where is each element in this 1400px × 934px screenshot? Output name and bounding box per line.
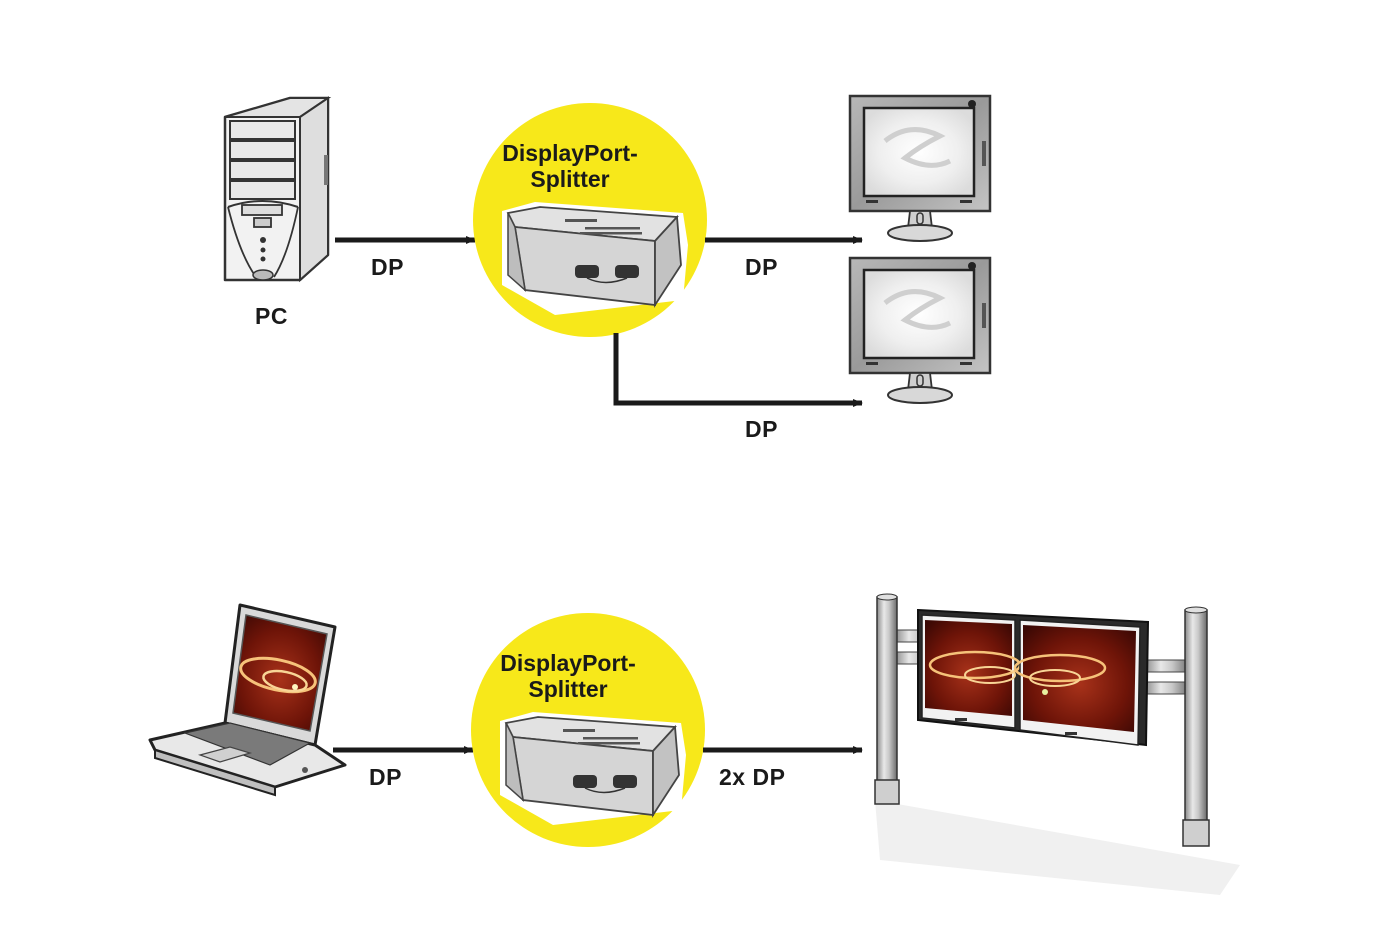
- dp-output-label-1: DP: [745, 254, 778, 280]
- splitter-title-line1: DisplayPort-: [500, 650, 636, 676]
- dp-output-label-dual: 2x DP: [719, 764, 786, 790]
- dp-input-label-bottom: DP: [369, 764, 402, 790]
- splitter-box-icon: [500, 712, 686, 825]
- splitter-title-top: DisplayPort- Splitter: [470, 140, 670, 192]
- monitor-icon: [848, 256, 992, 404]
- monitor-icon: [848, 94, 992, 242]
- pc-tower-icon: [223, 96, 332, 283]
- laptop-icon: [148, 603, 347, 797]
- splitter-bottom: [471, 613, 705, 847]
- splitter-box-icon: [502, 202, 688, 315]
- splitter-title-line1: DisplayPort-: [502, 140, 638, 166]
- splitter-title-line2: Splitter: [528, 676, 608, 702]
- splitter-top: [473, 103, 707, 337]
- splitter-title-bottom: DisplayPort- Splitter: [468, 650, 668, 702]
- dp-input-label-top: DP: [371, 254, 404, 280]
- splitter-title-line2: Splitter: [530, 166, 610, 192]
- dp-output-arrow-2: [613, 333, 863, 407]
- pc-label: PC: [255, 303, 288, 329]
- dp-output-label-2: DP: [745, 416, 778, 442]
- dual-display-stand-icon: [874, 593, 1240, 895]
